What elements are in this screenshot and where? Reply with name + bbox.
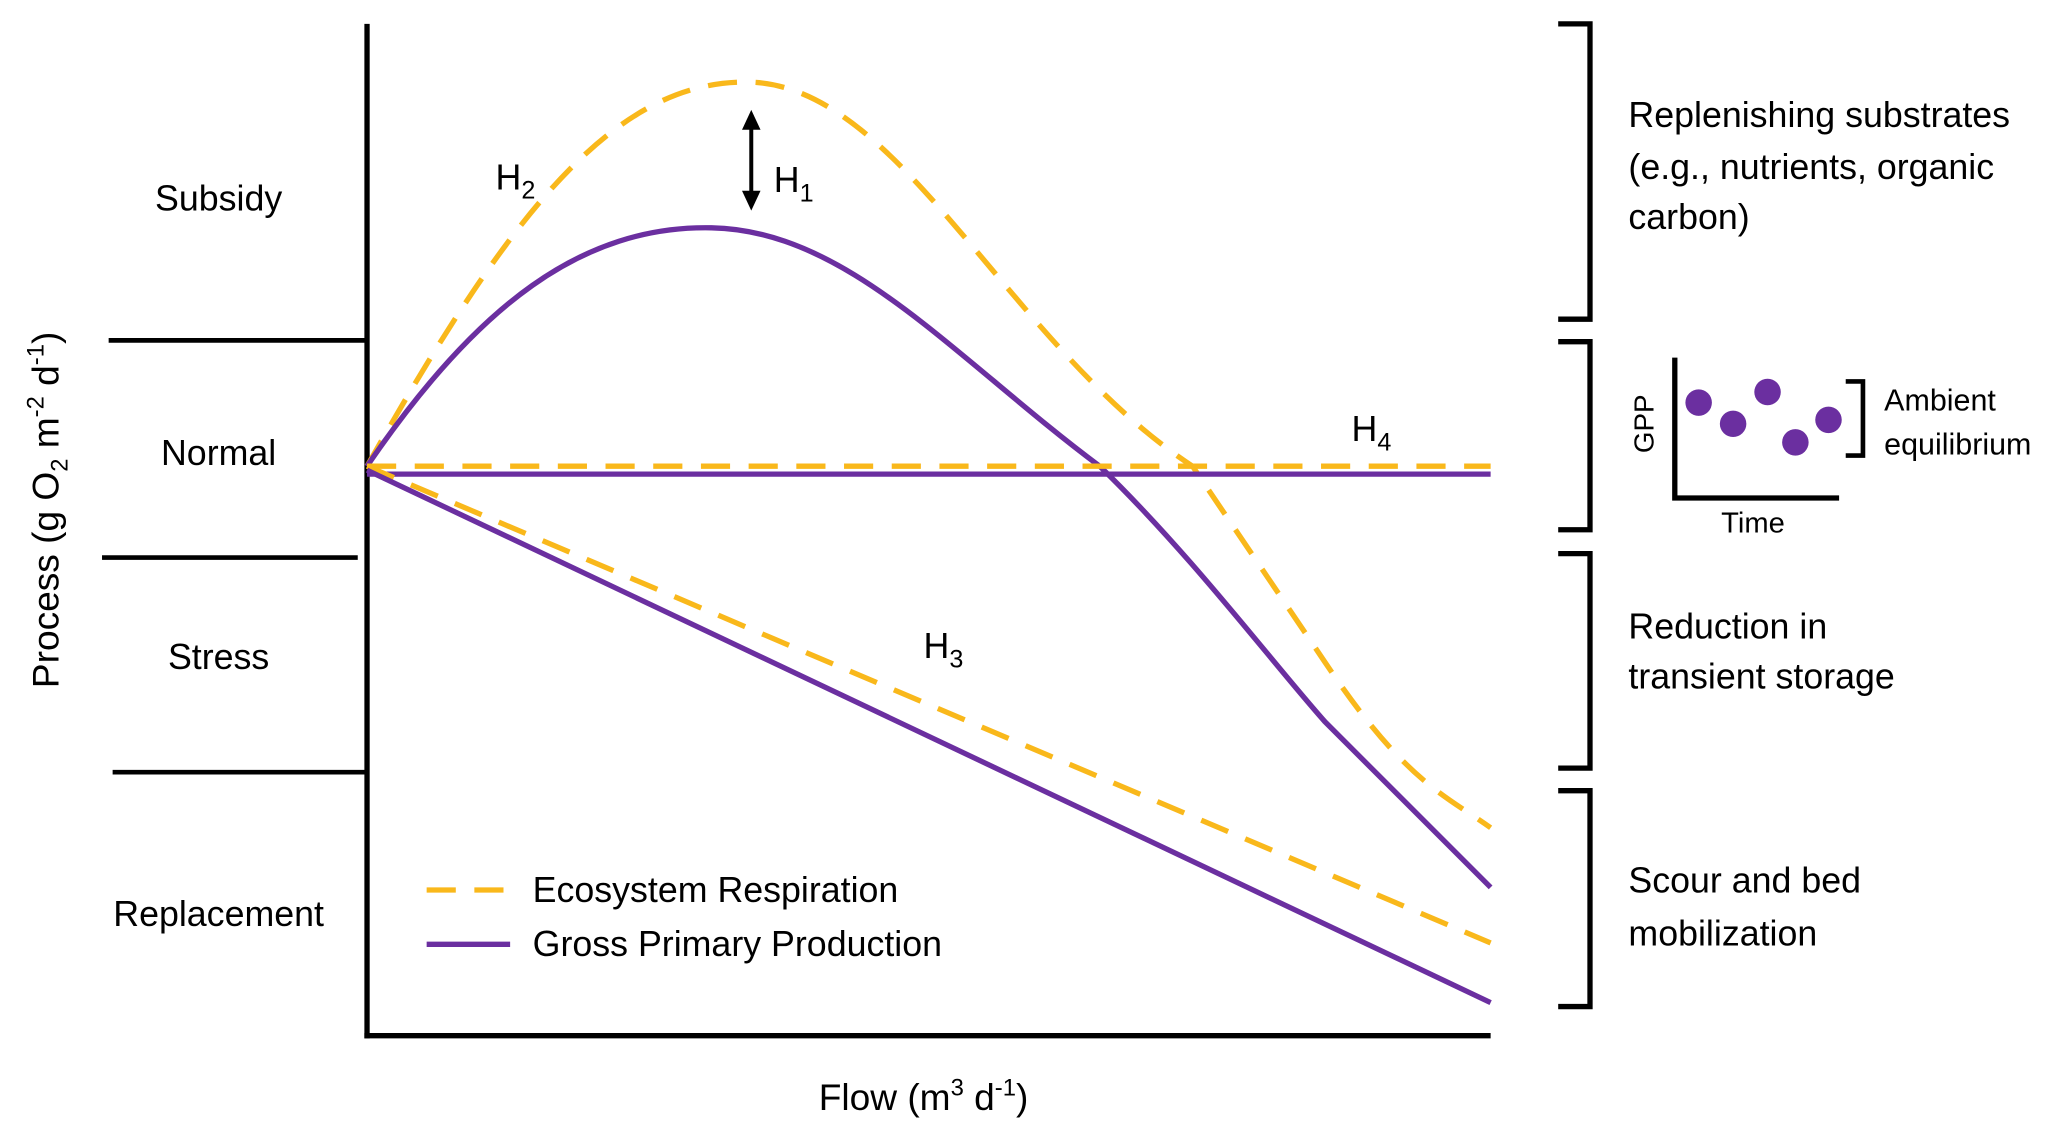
mechanism-normal-line1: Ambient [1884,384,1996,418]
svg-text:Replenishing substrates: Replenishing substrates [1628,95,2010,135]
y-axis-label: Process (g O2 m-2 d-1) [23,332,74,688]
svg-text:carbon): carbon) [1628,197,1749,237]
inset-gpp-time: GPP Time Ambient equilibrium [1629,357,2031,539]
bracket-normal [1558,339,1593,533]
inset-y-label: GPP [1629,394,1660,453]
bracket-subsidy [1558,21,1593,322]
mechanism-subsidy: Replenishing substrates (e.g., nutrients… [1628,95,2010,237]
inset-bracket [1845,379,1866,458]
zone-label-normal: Normal [161,433,276,473]
hypothesis-h1: H1 [774,160,814,207]
hypothesis-h3: H3 [924,626,964,673]
svg-text:Reduction in: Reduction in [1628,606,1827,646]
x-axis-label: Flow (m3 d-1) [819,1074,1029,1118]
inset-dot [1754,378,1781,406]
inset-dot [1815,406,1842,434]
inset-x-label: Time [1721,507,1785,539]
bracket-replacement [1558,788,1593,1010]
legend-respiration-label: Ecosystem Respiration [533,870,899,910]
hypothesis-h4: H4 [1352,409,1392,456]
bracket-stress [1558,550,1593,771]
double-arrow-icon [742,109,761,211]
mechanism-stress: Reduction in transient storage [1628,606,1894,696]
inset-dot [1782,429,1809,456]
zone-label-stress: Stress [168,637,269,677]
inset-axes [1672,357,1840,501]
hypothesis-h2: H2 [496,157,536,204]
svg-text:(e.g., nutrients, organic: (e.g., nutrients, organic [1628,147,1994,187]
svg-text:mobilization: mobilization [1628,914,1817,954]
respiration-stress-line [365,463,1492,946]
legend-gpp-label: Gross Primary Production [533,924,942,964]
gpp-stress-line [365,467,1492,1005]
respiration-subsidy-curve [364,79,1493,830]
mechanism-replacement: Scour and bed mobilization [1628,861,1861,954]
svg-text:Scour and bed: Scour and bed [1628,861,1861,901]
inset-dot [1685,389,1712,416]
inset-dot [1719,410,1747,438]
svg-text:transient storage: transient storage [1628,657,1894,697]
gpp-subsidy-curve [364,225,1493,890]
legend: Ecosystem Respiration Gross Primary Prod… [426,870,942,964]
zone-label-replacement: Replacement [113,894,324,934]
mechanism-normal-line2: equilibrium [1884,427,2031,461]
zone-label-subsidy: Subsidy [155,179,282,219]
